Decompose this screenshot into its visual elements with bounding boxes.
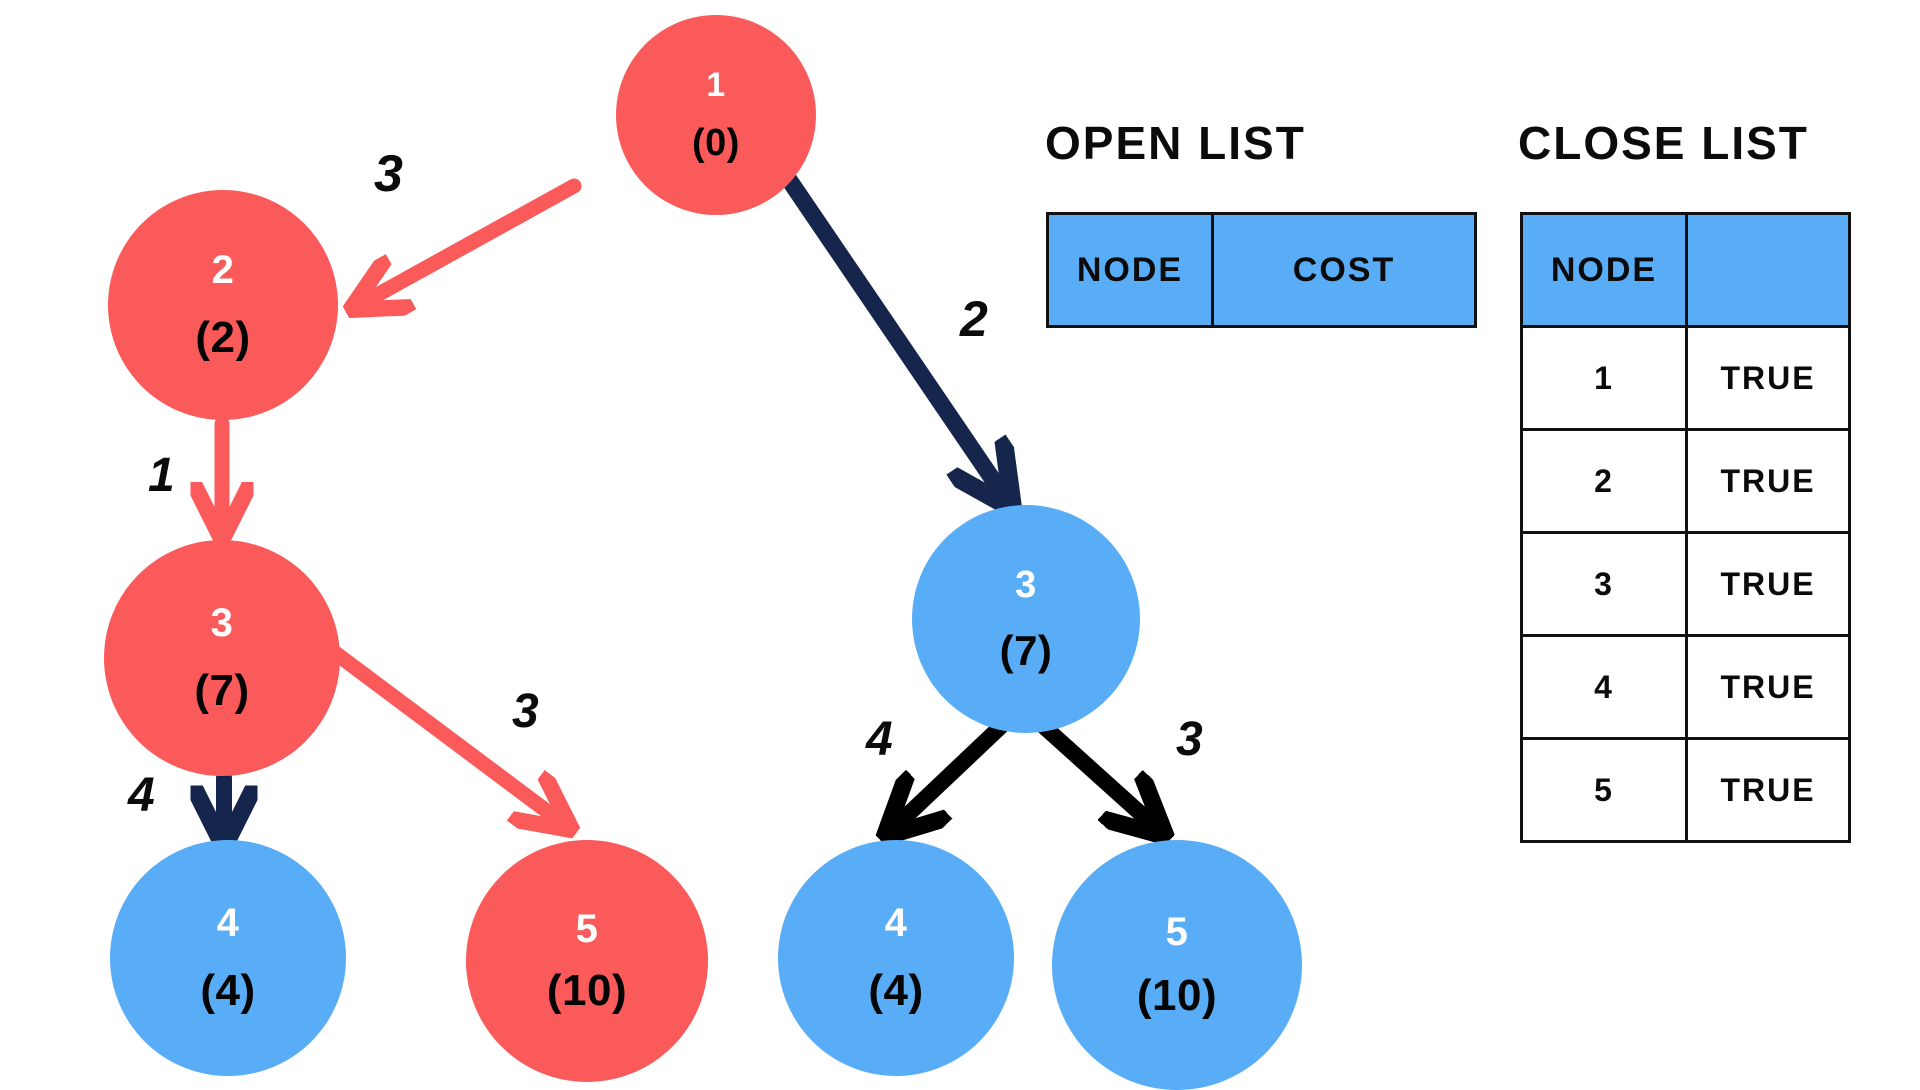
- edge-1-to-2: [368, 178, 582, 300]
- edge-weight-2-3-left: 1: [148, 449, 175, 502]
- node-cost-label: (7): [194, 666, 250, 715]
- graph-node-3-right[interactable]: 3 (7): [912, 505, 1140, 733]
- graph-node-3-left[interactable]: 3 (7): [104, 540, 340, 776]
- edge-weight-3-4-right: 4: [866, 713, 893, 766]
- node-cost-label: (10): [546, 966, 628, 1015]
- graph-node-5-left[interactable]: 5 (10): [466, 840, 708, 1082]
- close-list-header-node: NODE: [1520, 212, 1688, 328]
- close-list-header-row: NODE: [1520, 212, 1851, 328]
- node-id-label: 2: [211, 248, 235, 292]
- node-id-label: 1: [706, 66, 726, 104]
- table-row: 2 TRUE: [1520, 428, 1851, 534]
- graph-node-5-right[interactable]: 5 (10): [1052, 840, 1302, 1090]
- close-list-cell-status: TRUE: [1685, 428, 1851, 534]
- close-list-cell-node: 4: [1520, 634, 1688, 740]
- edge-weight-3-5-right: 3: [1176, 713, 1203, 766]
- table-row: 3 TRUE: [1520, 531, 1851, 637]
- close-list-cell-node: 2: [1520, 428, 1688, 534]
- close-list-cell-status: TRUE: [1685, 737, 1851, 843]
- open-list-table: NODE COST: [1046, 212, 1477, 328]
- open-list-header-cost: COST: [1211, 212, 1477, 328]
- node-id-label: 3: [1015, 564, 1037, 606]
- close-list-cell-node: 1: [1520, 325, 1688, 431]
- edge-weight-3-4-left: 4: [128, 769, 155, 822]
- close-list-cell-status: TRUE: [1685, 325, 1851, 431]
- node-cost-label: (7): [999, 627, 1053, 674]
- node-cost-label: (10): [1136, 971, 1218, 1020]
- close-list-title: CLOSE LIST: [1518, 117, 1809, 169]
- node-id-label: 4: [884, 901, 908, 945]
- edge-1-to-3-right: [753, 131, 1000, 490]
- graph-node-4-left[interactable]: 4 (4): [110, 840, 346, 1076]
- edge-weight-1-3-right: 2: [960, 291, 988, 347]
- node-cost-label: (2): [195, 313, 251, 362]
- close-list-cell-node: 3: [1520, 531, 1688, 637]
- close-list-body: 1 TRUE 2 TRUE 3 TRUE 4 TRUE 5 TRUE: [1520, 325, 1851, 843]
- edge-weight-1-2: 3: [374, 145, 403, 203]
- open-list-header-row: NODE COST: [1046, 212, 1477, 328]
- close-list-cell-status: TRUE: [1685, 531, 1851, 637]
- close-list-header-status: [1685, 212, 1851, 328]
- open-list-title: OPEN LIST: [1045, 117, 1306, 169]
- close-list-table: NODE 1 TRUE 2 TRUE 3 TRUE 4 TRUE 5: [1520, 212, 1851, 843]
- close-list-cell-node: 5: [1520, 737, 1688, 843]
- table-row: 5 TRUE: [1520, 737, 1851, 843]
- edge-3-to-5-right: [1022, 706, 1150, 822]
- edge-3-to-5-left: [310, 632, 556, 818]
- node-id-label: 3: [210, 601, 234, 645]
- table-row: 1 TRUE: [1520, 325, 1851, 431]
- edge-weight-3-5-left: 3: [512, 685, 539, 738]
- graph-node-2[interactable]: 2 (2): [108, 190, 338, 420]
- table-row: 4 TRUE: [1520, 634, 1851, 740]
- close-list-cell-status: TRUE: [1685, 634, 1851, 740]
- node-id-label: 4: [216, 901, 240, 945]
- graph-node-1[interactable]: 1 (0): [616, 15, 816, 215]
- graph-node-4-right[interactable]: 4 (4): [778, 840, 1014, 1076]
- open-list-header-node: NODE: [1046, 212, 1214, 328]
- node-cost-label: (4): [200, 966, 256, 1015]
- node-cost-label: (4): [868, 966, 924, 1015]
- node-cost-label: (0): [692, 122, 740, 164]
- edge-3-to-4-right: [900, 706, 1022, 822]
- node-id-label: 5: [575, 907, 599, 951]
- node-id-label: 5: [1165, 910, 1189, 954]
